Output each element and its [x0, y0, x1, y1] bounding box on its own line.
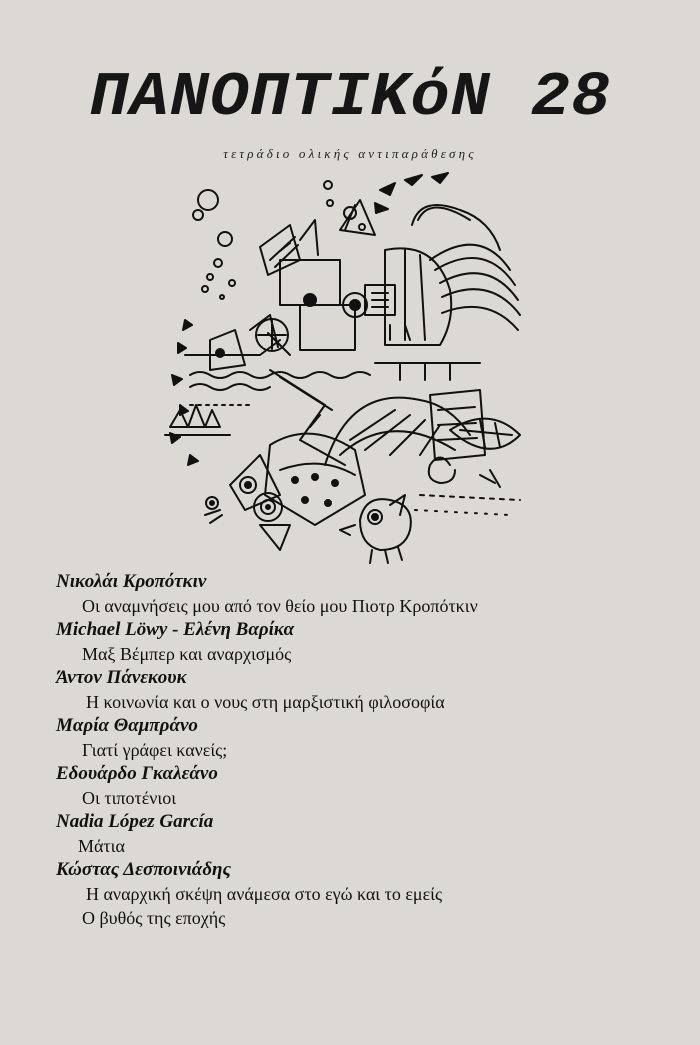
- article-title: Ο βυθός της εποχής: [82, 908, 226, 928]
- author-name: Εδουάρδο Γκαλεάνο: [56, 763, 218, 784]
- author-name: Nadia López García: [56, 811, 214, 832]
- magazine-subtitle: τετράδιο ολικής αντιπαράθεσης: [223, 146, 477, 161]
- article-title: Γιατί γράφει κανείς;: [82, 740, 228, 760]
- article-title: Η κοινωνία και ο νους στη μαρξιστική φιλ…: [86, 692, 445, 712]
- toc-entry: Κώστας Δεσποινιάδης Η αναρχική σκέψη ανά…: [56, 858, 676, 930]
- author-name: Κώστας Δεσποινιάδης: [56, 859, 231, 880]
- masthead: ΠΑΝΟΠΤΙΚόΝ 28: [0, 62, 700, 134]
- toc-entry: Michael Löwy - Ελένη Βαρίκα Μαξ Βέμπερ κ…: [56, 618, 676, 666]
- toc-entry: Nadia López García Μάτια: [56, 810, 676, 858]
- toc-entry: Μαρία Θαμπράνο Γιατί γράφει κανείς;: [56, 714, 676, 762]
- toc-entry: Άντον Πάνεκουκ Η κοινωνία και ο νους στη…: [56, 666, 676, 714]
- author-name: Μαρία Θαμπράνο: [56, 715, 198, 736]
- article-title: Μαξ Βέμπερ και αναρχισμός: [82, 644, 292, 664]
- article-title: Οι αναμνήσεις μου από τον θείο μου Πιοτρ…: [82, 596, 478, 616]
- article-title: Μάτια: [78, 836, 125, 856]
- article-title: Η αναρχική σκέψη ανάμεσα στο εγώ και το …: [86, 884, 443, 904]
- table-of-contents: Νικολάι Κροπότκιν Οι αναμνήσεις μου από …: [56, 570, 676, 930]
- toc-entry: Νικολάι Κροπότκιν Οι αναμνήσεις μου από …: [56, 570, 676, 618]
- author-name: Νικολάι Κροπότκιν: [56, 571, 207, 592]
- cover-illustration: [164, 172, 521, 564]
- author-name: Άντον Πάνεκουκ: [56, 667, 187, 688]
- article-title: Οι τιποτένιοι: [82, 788, 177, 808]
- toc-entry: Εδουάρδο Γκαλεάνο Οι τιποτένιοι: [56, 762, 676, 810]
- magazine-title: ΠΑΝΟΠΤΙΚόΝ 28: [89, 62, 611, 133]
- author-name: Michael Löwy - Ελένη Βαρίκα: [56, 619, 295, 640]
